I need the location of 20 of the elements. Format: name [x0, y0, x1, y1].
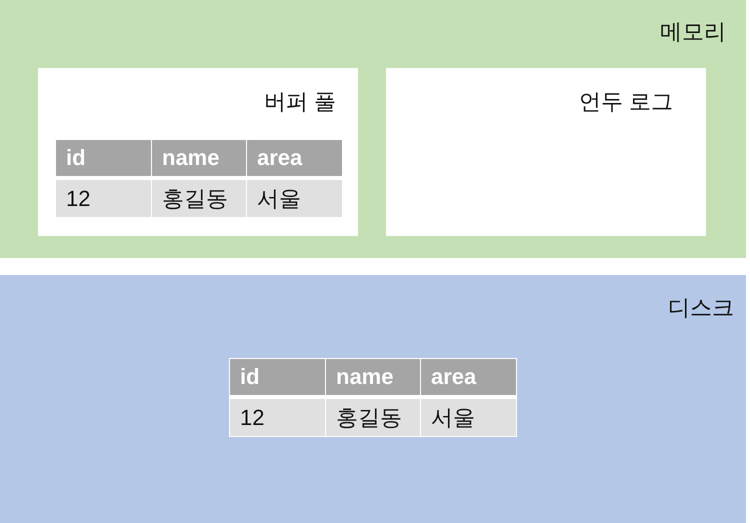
table-cell: 서울	[247, 180, 342, 217]
header-cell: id	[230, 359, 325, 395]
disk-panel	[0, 275, 746, 523]
header-cell: name	[326, 359, 420, 395]
box-title: 언두 로그	[578, 89, 673, 115]
table-cell: 12	[230, 399, 325, 436]
header-cell: name	[152, 140, 246, 176]
table-cell: 홍길동	[326, 399, 420, 436]
header-cell: id	[56, 140, 151, 176]
memory-panel	[0, 0, 746, 258]
log-box	[386, 68, 706, 236]
header-cell: area	[247, 140, 342, 176]
box-title: 버퍼 풀	[264, 89, 336, 115]
buffer-box	[38, 68, 358, 236]
table-cell: 12	[56, 180, 151, 217]
table-cell: 서울	[421, 399, 516, 436]
panel-title: 디스크	[668, 295, 734, 321]
panel-title: 메모리	[660, 19, 726, 45]
header-cell: area	[421, 359, 516, 395]
table-cell: 홍길동	[152, 180, 246, 217]
